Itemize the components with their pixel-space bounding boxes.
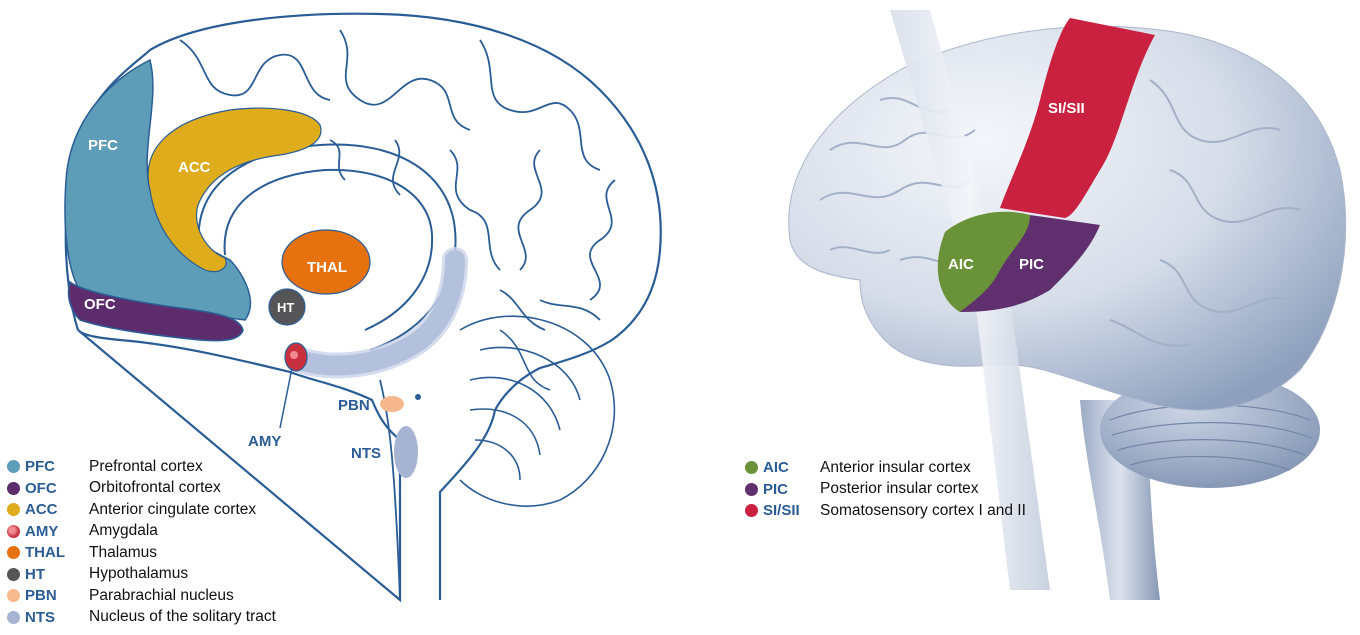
legend-name: Nucleus of the solitary tract bbox=[89, 608, 276, 626]
legend-abbr: PFC bbox=[25, 458, 89, 475]
legend-abbr: OFC bbox=[25, 480, 89, 497]
legend-swatch bbox=[7, 503, 20, 516]
legend-item-nts: NTS Nucleus of the solitary tract bbox=[7, 607, 276, 629]
legend-name: Parabrachial nucleus bbox=[89, 587, 234, 605]
legend-name: Anterior insular cortex bbox=[820, 459, 971, 477]
thal-label: THAL bbox=[307, 259, 347, 276]
acc-label: ACC bbox=[178, 159, 211, 176]
legend-swatch bbox=[7, 482, 20, 495]
pbn-label: PBN bbox=[338, 397, 370, 414]
legend-item-amy: AMY Amygdala bbox=[7, 521, 276, 543]
nts-label: NTS bbox=[351, 445, 381, 462]
legend-abbr: PBN bbox=[25, 587, 89, 604]
legend-name: Posterior insular cortex bbox=[820, 480, 979, 498]
pic-label: PIC bbox=[1019, 256, 1044, 273]
legend-swatch bbox=[7, 568, 20, 581]
legend-name: Hypothalamus bbox=[89, 565, 188, 583]
legend-abbr: ACC bbox=[25, 501, 89, 518]
legend-item-pic: PIC Posterior insular cortex bbox=[745, 479, 1026, 501]
legend-name: Amygdala bbox=[89, 522, 158, 540]
legend-name: Somatosensory cortex I and II bbox=[820, 502, 1026, 520]
legend-item-thal: THAL Thalamus bbox=[7, 542, 276, 564]
legend-swatch bbox=[7, 546, 20, 559]
legend-item-ofc: OFC Orbitofrontal cortex bbox=[7, 478, 276, 500]
legend-item-acc: ACC Anterior cingulate cortex bbox=[7, 499, 276, 521]
pbn-region bbox=[380, 396, 404, 412]
legend-abbr: AMY bbox=[25, 523, 89, 540]
legend-abbr: THAL bbox=[25, 544, 89, 561]
legend-swatch bbox=[7, 589, 20, 602]
legend-name: Orbitofrontal cortex bbox=[89, 479, 221, 497]
legend-abbr: NTS bbox=[25, 609, 89, 626]
pfc-label: PFC bbox=[88, 137, 118, 154]
aic-label: AIC bbox=[948, 256, 974, 273]
amy-label: AMY bbox=[248, 433, 281, 450]
legend-left: PFC Prefrontal cortex OFC Orbitofrontal … bbox=[7, 456, 276, 628]
legend-swatch bbox=[7, 525, 20, 538]
legend-item-sisii: SI/SII Somatosensory cortex I and II bbox=[745, 500, 1026, 522]
legend-abbr: PIC bbox=[763, 481, 820, 498]
legend-name: Prefrontal cortex bbox=[89, 458, 203, 476]
legend-name: Anterior cingulate cortex bbox=[89, 501, 256, 519]
legend-item-ht: HT Hypothalamus bbox=[7, 564, 276, 586]
legend-abbr: SI/SII bbox=[763, 502, 820, 519]
legend-name: Thalamus bbox=[89, 544, 157, 562]
legend-item-pbn: PBN Parabrachial nucleus bbox=[7, 585, 276, 607]
nts-region bbox=[394, 426, 418, 478]
sisii-label: SI/SII bbox=[1048, 100, 1085, 117]
amy-pointer bbox=[280, 368, 292, 428]
legend-item-pfc: PFC Prefrontal cortex bbox=[7, 456, 276, 478]
legend-right: AIC Anterior insular cortex PIC Posterio… bbox=[745, 457, 1026, 522]
legend-swatch bbox=[7, 611, 20, 624]
legend-item-aic: AIC Anterior insular cortex bbox=[745, 457, 1026, 479]
ht-label: HT bbox=[277, 300, 294, 315]
legend-swatch bbox=[745, 461, 758, 474]
legend-abbr: AIC bbox=[763, 459, 820, 476]
legend-swatch bbox=[7, 460, 20, 473]
legend-abbr: HT bbox=[25, 566, 89, 583]
legend-swatch bbox=[745, 504, 758, 517]
ofc-label: OFC bbox=[84, 296, 116, 313]
legend-swatch bbox=[745, 483, 758, 496]
